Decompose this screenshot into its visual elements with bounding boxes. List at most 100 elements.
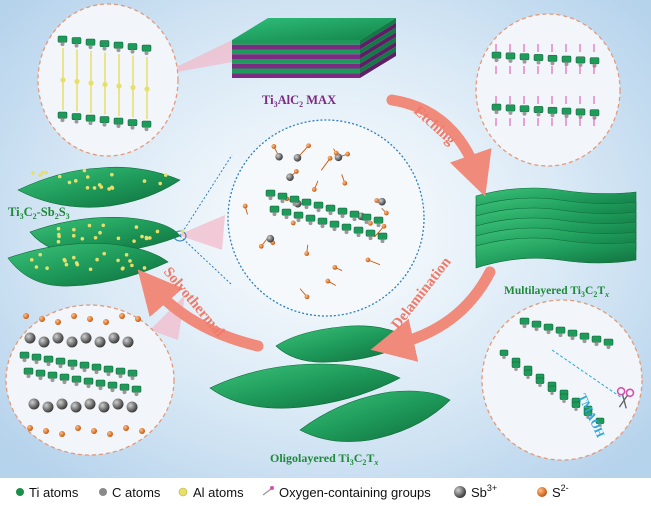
legend-oxygen-icon: [262, 486, 274, 496]
s-atom: [381, 223, 387, 229]
sb2s3-particle: [128, 259, 132, 263]
ti-atom: [141, 44, 152, 52]
ti-atom: [377, 232, 388, 240]
s-atom: [342, 180, 348, 186]
sb2s3-particle: [56, 226, 61, 231]
s-atom: [345, 151, 351, 157]
ti-atom: [325, 204, 336, 212]
sb2s3-particle: [72, 227, 76, 232]
sb-atom: [378, 197, 386, 206]
sb2s3-particle: [98, 230, 102, 235]
al-atom: [74, 78, 80, 85]
sb-atom: [266, 234, 275, 243]
ti-atom: [71, 375, 82, 383]
ti-atom: [47, 371, 58, 379]
al-atom: [144, 86, 150, 92]
c-atom: [82, 368, 87, 373]
legend-sb-icon: [454, 486, 466, 498]
ti-atom: [71, 113, 82, 121]
sb2s3-particle: [110, 185, 114, 190]
sb-atom: [24, 332, 36, 344]
ti-atom: [365, 229, 376, 237]
max-layer-front: [232, 63, 360, 69]
c-atom: [110, 388, 115, 393]
max-layer-front: [232, 54, 360, 59]
c-atom: [364, 220, 369, 225]
legend-s-label: S2-: [552, 483, 569, 500]
c-atom: [582, 339, 587, 344]
sb2s3-particle: [110, 172, 114, 177]
multilayer-atomic-structure: [491, 44, 600, 126]
sb2s3-particle: [124, 252, 129, 257]
c-atom: [292, 202, 297, 207]
ti-atom: [505, 104, 516, 112]
s-atom: [123, 425, 129, 431]
c-atom: [550, 113, 555, 118]
c-atom: [514, 367, 518, 371]
sb2s3-particle: [87, 223, 92, 228]
ti-atom: [567, 329, 578, 337]
ti-atom: [31, 353, 42, 361]
c-atom: [60, 42, 65, 47]
ti-atom: [535, 377, 545, 384]
ti-atom: [113, 117, 124, 125]
sb2s3-particle: [88, 267, 93, 272]
c-atom: [88, 45, 93, 50]
sb2s3-particle: [142, 179, 147, 183]
sb2s3-particle: [71, 233, 76, 238]
oligolayer-flake: [299, 390, 451, 442]
sb-atom: [38, 336, 50, 348]
legend-sb-label: Sb3+: [471, 483, 497, 500]
sb2s3-particle: [142, 266, 147, 270]
ti-atom: [533, 54, 544, 61]
legend-al-icon: [178, 487, 188, 497]
ti-atom: [603, 338, 614, 346]
s-atom: [258, 243, 264, 249]
c-atom: [296, 218, 301, 223]
sb2s3-particle: [101, 223, 106, 228]
sb-atom: [112, 398, 124, 410]
s-atom: [332, 264, 338, 270]
sb-atom: [52, 332, 64, 344]
c-atom: [526, 375, 530, 379]
c-atom: [134, 392, 139, 397]
s-atom: [23, 313, 29, 319]
sb2s3-particle: [120, 266, 125, 271]
ti-atom: [313, 201, 324, 209]
sb2s3-particle: [163, 173, 168, 177]
ti-atom: [575, 56, 586, 64]
c-atom: [534, 327, 539, 332]
ti-atom: [349, 210, 360, 218]
ti-atom: [119, 383, 130, 391]
c-atom: [578, 62, 583, 67]
ti-atom: [269, 205, 280, 213]
c-atom: [280, 199, 285, 204]
s-atom: [290, 220, 296, 226]
c-atom: [34, 360, 39, 365]
sb2s3-particle: [92, 186, 97, 190]
s-atom: [139, 428, 145, 434]
sb2s3-particle: [116, 258, 120, 263]
ti-atom: [329, 220, 340, 228]
ti-atom: [127, 43, 138, 51]
sb-atom: [42, 401, 54, 413]
s-atom: [119, 313, 125, 319]
label-oligolayered: Oligolayered Ti3C2Tx: [270, 451, 378, 467]
c-atom: [522, 59, 527, 64]
center-atomic-structure: [242, 143, 389, 300]
s-atom: [327, 155, 333, 161]
c-atom: [118, 374, 123, 379]
sb2s3-particle: [45, 266, 49, 270]
process-arrows: [137, 94, 496, 362]
ti-atom: [103, 365, 114, 373]
ti-atom: [337, 207, 348, 215]
ti-atom: [561, 107, 572, 115]
mxene-flakes: [7, 166, 637, 442]
c-atom: [98, 386, 103, 391]
max-layer-front: [232, 44, 360, 50]
sb2s3-particle: [67, 180, 72, 185]
ti-atom: [547, 106, 558, 114]
composite-atomic-structure: [19, 313, 145, 437]
ti-atom: [99, 40, 110, 48]
